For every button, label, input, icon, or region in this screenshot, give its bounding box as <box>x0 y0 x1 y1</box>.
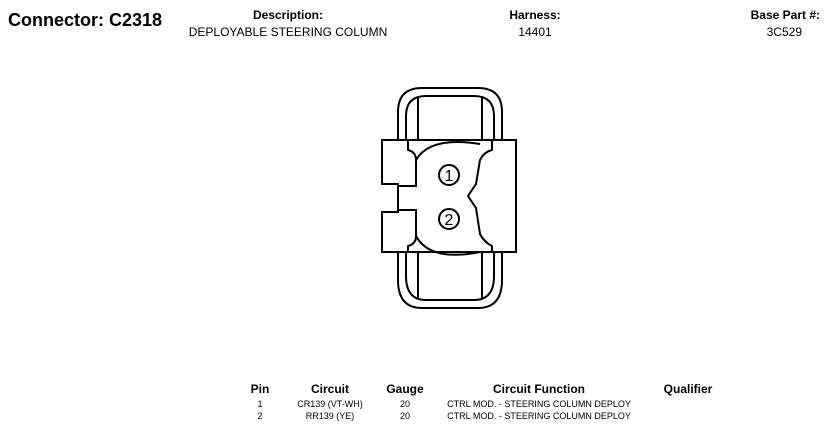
cavity-top <box>415 141 481 161</box>
base-part-label: Base Part #: <box>750 8 820 22</box>
top-latch-bar <box>417 96 483 140</box>
base-part-value: 3C529 <box>766 25 802 39</box>
header-pin: Pin <box>250 382 270 396</box>
connector-face-diagram: 1 2 <box>381 87 517 309</box>
harness-label: Harness: <box>509 8 561 22</box>
pin-table: Pin Circuit Gauge Circuit Function Quali… <box>240 382 728 422</box>
row-qualifier <box>648 398 728 410</box>
pin-2-label: 2 <box>445 212 454 229</box>
row-circuit: CR139 (VT-WH) <box>297 399 363 409</box>
row-gauge: 20 <box>399 411 410 421</box>
description-value: DEPLOYABLE STEERING COLUMN <box>188 25 388 39</box>
row-qualifier <box>648 410 728 422</box>
table-row: 1 CR139 (VT-WH) 20 CTRL MOD. - STEERING … <box>240 398 728 410</box>
header-circuit-function: Circuit Function <box>493 382 585 396</box>
row-function: CTRL MOD. - STEERING COLUMN DEPLOY <box>447 411 631 421</box>
row-function: CTRL MOD. - STEERING COLUMN DEPLOY <box>447 399 631 409</box>
flange-right <box>466 140 493 252</box>
bottom-latch-bar <box>417 252 483 298</box>
row-pin: 1 <box>257 399 263 409</box>
pin-1-label: 1 <box>445 168 454 185</box>
cavity-bottom <box>415 235 481 256</box>
header-gauge: Gauge <box>386 382 424 396</box>
pin-1-cavity <box>438 164 460 186</box>
row-circuit: RR139 (YE) <box>305 411 355 421</box>
row-pin: 2 <box>257 411 263 421</box>
bottom-latch-inner <box>405 250 495 301</box>
harness-value: 14401 <box>518 25 552 39</box>
table-row: 2 RR139 (YE) 20 CTRL MOD. - STEERING COL… <box>240 410 728 422</box>
description-label: Description: <box>252 8 323 22</box>
top-latch-inner <box>405 95 495 142</box>
top-latch-outer <box>397 87 503 142</box>
pin-table-header: Pin Circuit Gauge Circuit Function Quali… <box>240 382 728 398</box>
bottom-latch-outer <box>397 250 503 309</box>
pin-2-cavity <box>438 208 460 230</box>
connector-body-outline <box>381 139 517 253</box>
row-gauge: 20 <box>399 399 410 409</box>
connector-title: Connector: C2318 <box>8 10 163 30</box>
header-qualifier: Qualifier <box>663 382 713 396</box>
header-circuit: Circuit <box>310 382 349 396</box>
